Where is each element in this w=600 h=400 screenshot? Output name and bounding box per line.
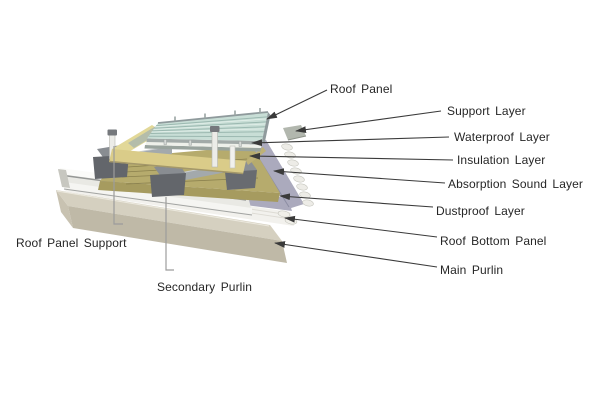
rail-post	[204, 113, 206, 119]
corrugation-bump	[296, 183, 308, 191]
insulation-front-face	[109, 149, 246, 174]
channel-shadow	[63, 188, 253, 216]
main-purlin-highlight	[56, 190, 270, 227]
corrugation-bump	[281, 143, 293, 151]
label-dustproof-layer: Dustproof Layer	[436, 204, 525, 218]
roof-panel-right-face	[262, 112, 271, 144]
main-purlin-shape	[56, 190, 287, 263]
corrugation-bump	[277, 210, 291, 218]
seam-line	[156, 116, 268, 127]
arrow-dustproof-layer	[279, 193, 434, 208]
seam-highlight	[153, 123, 266, 130]
label-waterproof-layer: Waterproof Layer	[454, 130, 550, 144]
label-roof-panel: Roof Panel	[330, 82, 393, 96]
roof-panel-frame	[146, 138, 262, 145]
clamp-body	[225, 170, 257, 190]
corrugation-bump	[293, 175, 305, 183]
seam-line	[152, 126, 265, 132]
arrow-waterproof-layer	[251, 136, 450, 147]
support-layer-block	[283, 125, 306, 140]
label-insulation-layer: Insulation Layer	[457, 153, 546, 167]
roof-panel-back-rail	[157, 111, 269, 124]
label-support-layer: Support Layer	[447, 104, 526, 118]
insulation-shadow	[109, 160, 244, 175]
arrow-roof-panel	[266, 89, 328, 120]
corrugation-bump	[290, 167, 302, 175]
absorption-front-face	[98, 181, 280, 202]
seam-line	[154, 121, 267, 129]
rod-cap	[210, 126, 220, 132]
panel-clip	[238, 141, 242, 147]
label-secondary-purlin: Secondary Purlin	[157, 280, 252, 294]
callout-arrows	[249, 89, 454, 268]
arrow-roof-bottom-panel	[284, 215, 438, 238]
main-purlin-top-face	[56, 190, 282, 241]
clamp-body	[150, 173, 186, 197]
seam-line	[150, 131, 264, 134]
channel-end	[58, 169, 70, 188]
corrugation-bump	[284, 151, 296, 159]
threaded-rod	[211, 128, 218, 168]
corrugation-bump	[287, 159, 299, 167]
callout-line-secondary-purlin	[165, 197, 174, 271]
arrow-absorption-sound-layer	[273, 168, 446, 184]
arrow-support-layer	[295, 110, 442, 134]
seam-highlight	[155, 118, 267, 128]
seam-highlight	[151, 128, 265, 133]
corrugation-bump	[302, 199, 314, 207]
front-rods	[210, 126, 236, 169]
rail-post	[259, 108, 261, 113]
left-callout-lines	[113, 146, 174, 271]
roof-panel-seams	[148, 116, 268, 138]
label-main-purlin: Main Purlin	[440, 263, 504, 277]
support-block-edge	[287, 135, 307, 141]
label-roof-panel-support: Roof Panel Support	[16, 236, 127, 250]
arrow-insulation-layer	[249, 152, 454, 161]
roof-panel-seam-highlights	[151, 118, 267, 133]
label-roof-bottom-panel: Roof Bottom Panel	[440, 234, 547, 248]
back-rail-posts	[174, 108, 261, 122]
callout-line-roof-panel-support	[113, 146, 123, 225]
label-absorption-sound-layer: Absorption Sound Layer	[448, 177, 583, 191]
threaded-rod	[229, 145, 236, 169]
rod-cap	[107, 129, 117, 136]
main-purlin-front-face	[68, 206, 287, 263]
rail-post	[234, 110, 236, 116]
panel-clip	[163, 139, 167, 145]
panel-clip	[188, 139, 192, 146]
main-purlin-left-end	[56, 190, 73, 228]
arrow-main-purlin	[274, 241, 438, 268]
seam-line	[148, 135, 263, 138]
rail-post	[174, 116, 176, 122]
